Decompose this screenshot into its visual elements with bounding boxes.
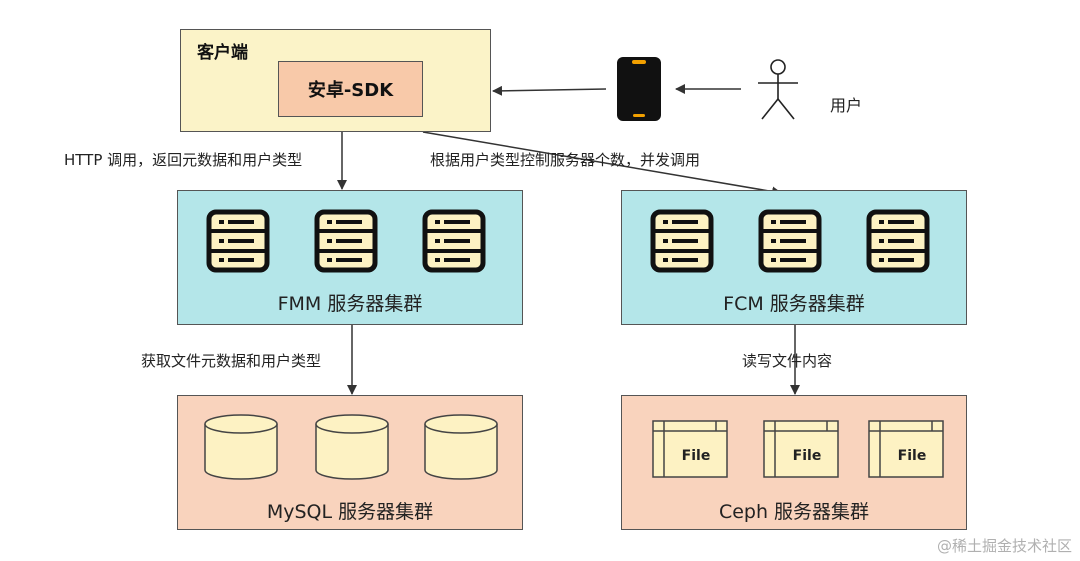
database-icon [204,414,278,480]
user-label: 用户 [830,96,863,115]
http-call-label: HTTP 调用，返回元数据和用户类型 [64,151,303,169]
fmm-cluster: FMM 服务器集群 [177,190,523,325]
ceph-cluster: File File File Ceph 服务器集群 [621,395,967,530]
arrow-phone-to-sdk [492,85,607,96]
fetch-meta-label: 获取文件元数据和用户类型 [141,352,322,370]
server-icon [866,209,930,273]
user-icon [758,59,798,120]
watermark: @稀土掘金技术社区 [936,537,1072,555]
database-icon [315,414,389,480]
mysql-cluster-label: MySQL 服务器集群 [266,501,434,523]
fcm-cluster-label: FCM 服务器集群 [723,293,865,315]
read-write-label: 读写文件内容 [742,352,833,370]
file-icon: File [652,420,728,478]
file-label: File [898,448,927,464]
android-sdk-label: 安卓-SDK [307,80,394,101]
file-icon: File [763,420,839,478]
mysql-cluster: MySQL 服务器集群 [177,395,523,530]
server-icon [422,209,486,273]
database-icon [424,414,498,480]
arrow-client-to-fcm [422,131,782,197]
file-icon: File [868,420,944,478]
android-sdk-box: 安卓-SDK [278,61,423,117]
ceph-cluster-label: Ceph 服务器集群 [718,501,870,523]
file-label: File [793,448,822,464]
server-icon [206,209,270,273]
server-icon [314,209,378,273]
fcm-cluster: FCM 服务器集群 [621,190,967,325]
server-icon [758,209,822,273]
client-title: 客户端 [197,43,248,63]
smartphone-icon [617,57,661,121]
concurrent-call-label: 根据用户类型控制服务器个数，并发调用 [430,151,701,169]
file-label: File [682,448,711,464]
server-icon [650,209,714,273]
fmm-cluster-label: FMM 服务器集群 [277,293,423,315]
